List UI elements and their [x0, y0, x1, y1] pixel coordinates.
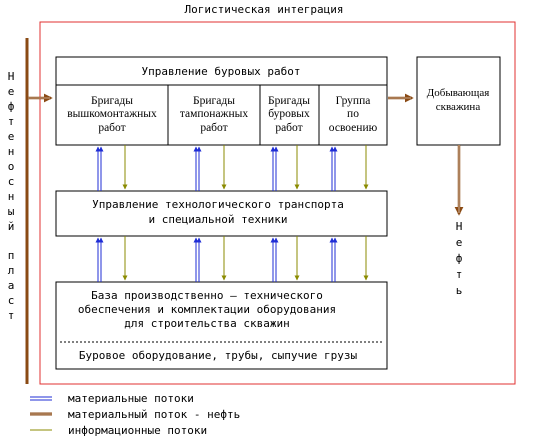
material-flows-lower: [95, 237, 338, 282]
unit-osvoenie-line3: освоению: [329, 122, 378, 134]
drilling-management-header: Управление буровых работ: [142, 65, 301, 78]
unit-tampon-line2: тампонажных: [180, 108, 249, 120]
well-line1: Добывающая: [427, 87, 490, 99]
legend-oil-label: материальный поток - нефть: [68, 408, 240, 421]
transport-management-block: Управление технологического транспорта и…: [55, 190, 388, 237]
material-flows-upper: [95, 146, 338, 191]
legend-oil: материальный поток - нефть: [30, 408, 240, 421]
unit-tampon-line3: работ: [200, 122, 227, 134]
info-flows-upper: [122, 145, 369, 190]
unit-vyshko-line3: работ: [98, 122, 125, 134]
diagram-title: Логистическая интеграция: [185, 3, 344, 16]
unit-burov-line3: работ: [275, 122, 302, 134]
unit-vyshko: Бригады вышкомонтажных работ: [67, 95, 157, 134]
well-line2: скважина: [436, 101, 481, 113]
transport-line2: и специальной техники: [148, 213, 287, 226]
supply-base-block: База производственно – технического обес…: [55, 281, 388, 370]
info-flows-lower: [122, 236, 369, 281]
base-line3: для строительства скважин: [124, 317, 290, 330]
unit-burov-line1: Бригады: [268, 95, 310, 107]
legend-info: информационные потоки: [30, 424, 207, 437]
unit-burov-line2: буровых: [268, 108, 310, 120]
unit-vyshko-line2: вышкомонтажных: [67, 108, 157, 120]
base-line2: обеспечения и комплектации оборудования: [78, 303, 336, 316]
production-well-block: Добывающая скважина: [416, 56, 501, 146]
unit-tampon: Бригады тампонажных работ: [180, 95, 249, 134]
unit-vyshko-line1: Бригады: [91, 95, 133, 107]
unit-burov: Бригады буровых работ: [268, 95, 310, 134]
legend: материальные потоки материальный поток -…: [30, 392, 240, 437]
unit-tampon-line1: Бригады: [193, 95, 235, 107]
unit-osvoenie-line1: Группа: [336, 95, 371, 107]
legend-material: материальные потоки: [30, 392, 194, 405]
integration-boundary: [39, 21, 516, 385]
base-line1: База производственно – технического: [91, 289, 323, 302]
base-footer: Буровое оборудование, трубы, сыпучие гру…: [79, 349, 358, 362]
legend-info-label: информационные потоки: [68, 424, 207, 437]
drilling-management-block: Управление буровых работ: [55, 56, 388, 146]
unit-osvoenie: Группа по освоению: [329, 95, 378, 134]
unit-osvoenie-line2: по: [347, 108, 359, 120]
legend-material-label: материальные потоки: [68, 392, 194, 405]
transport-line1: Управление технологического транспорта: [92, 198, 344, 211]
